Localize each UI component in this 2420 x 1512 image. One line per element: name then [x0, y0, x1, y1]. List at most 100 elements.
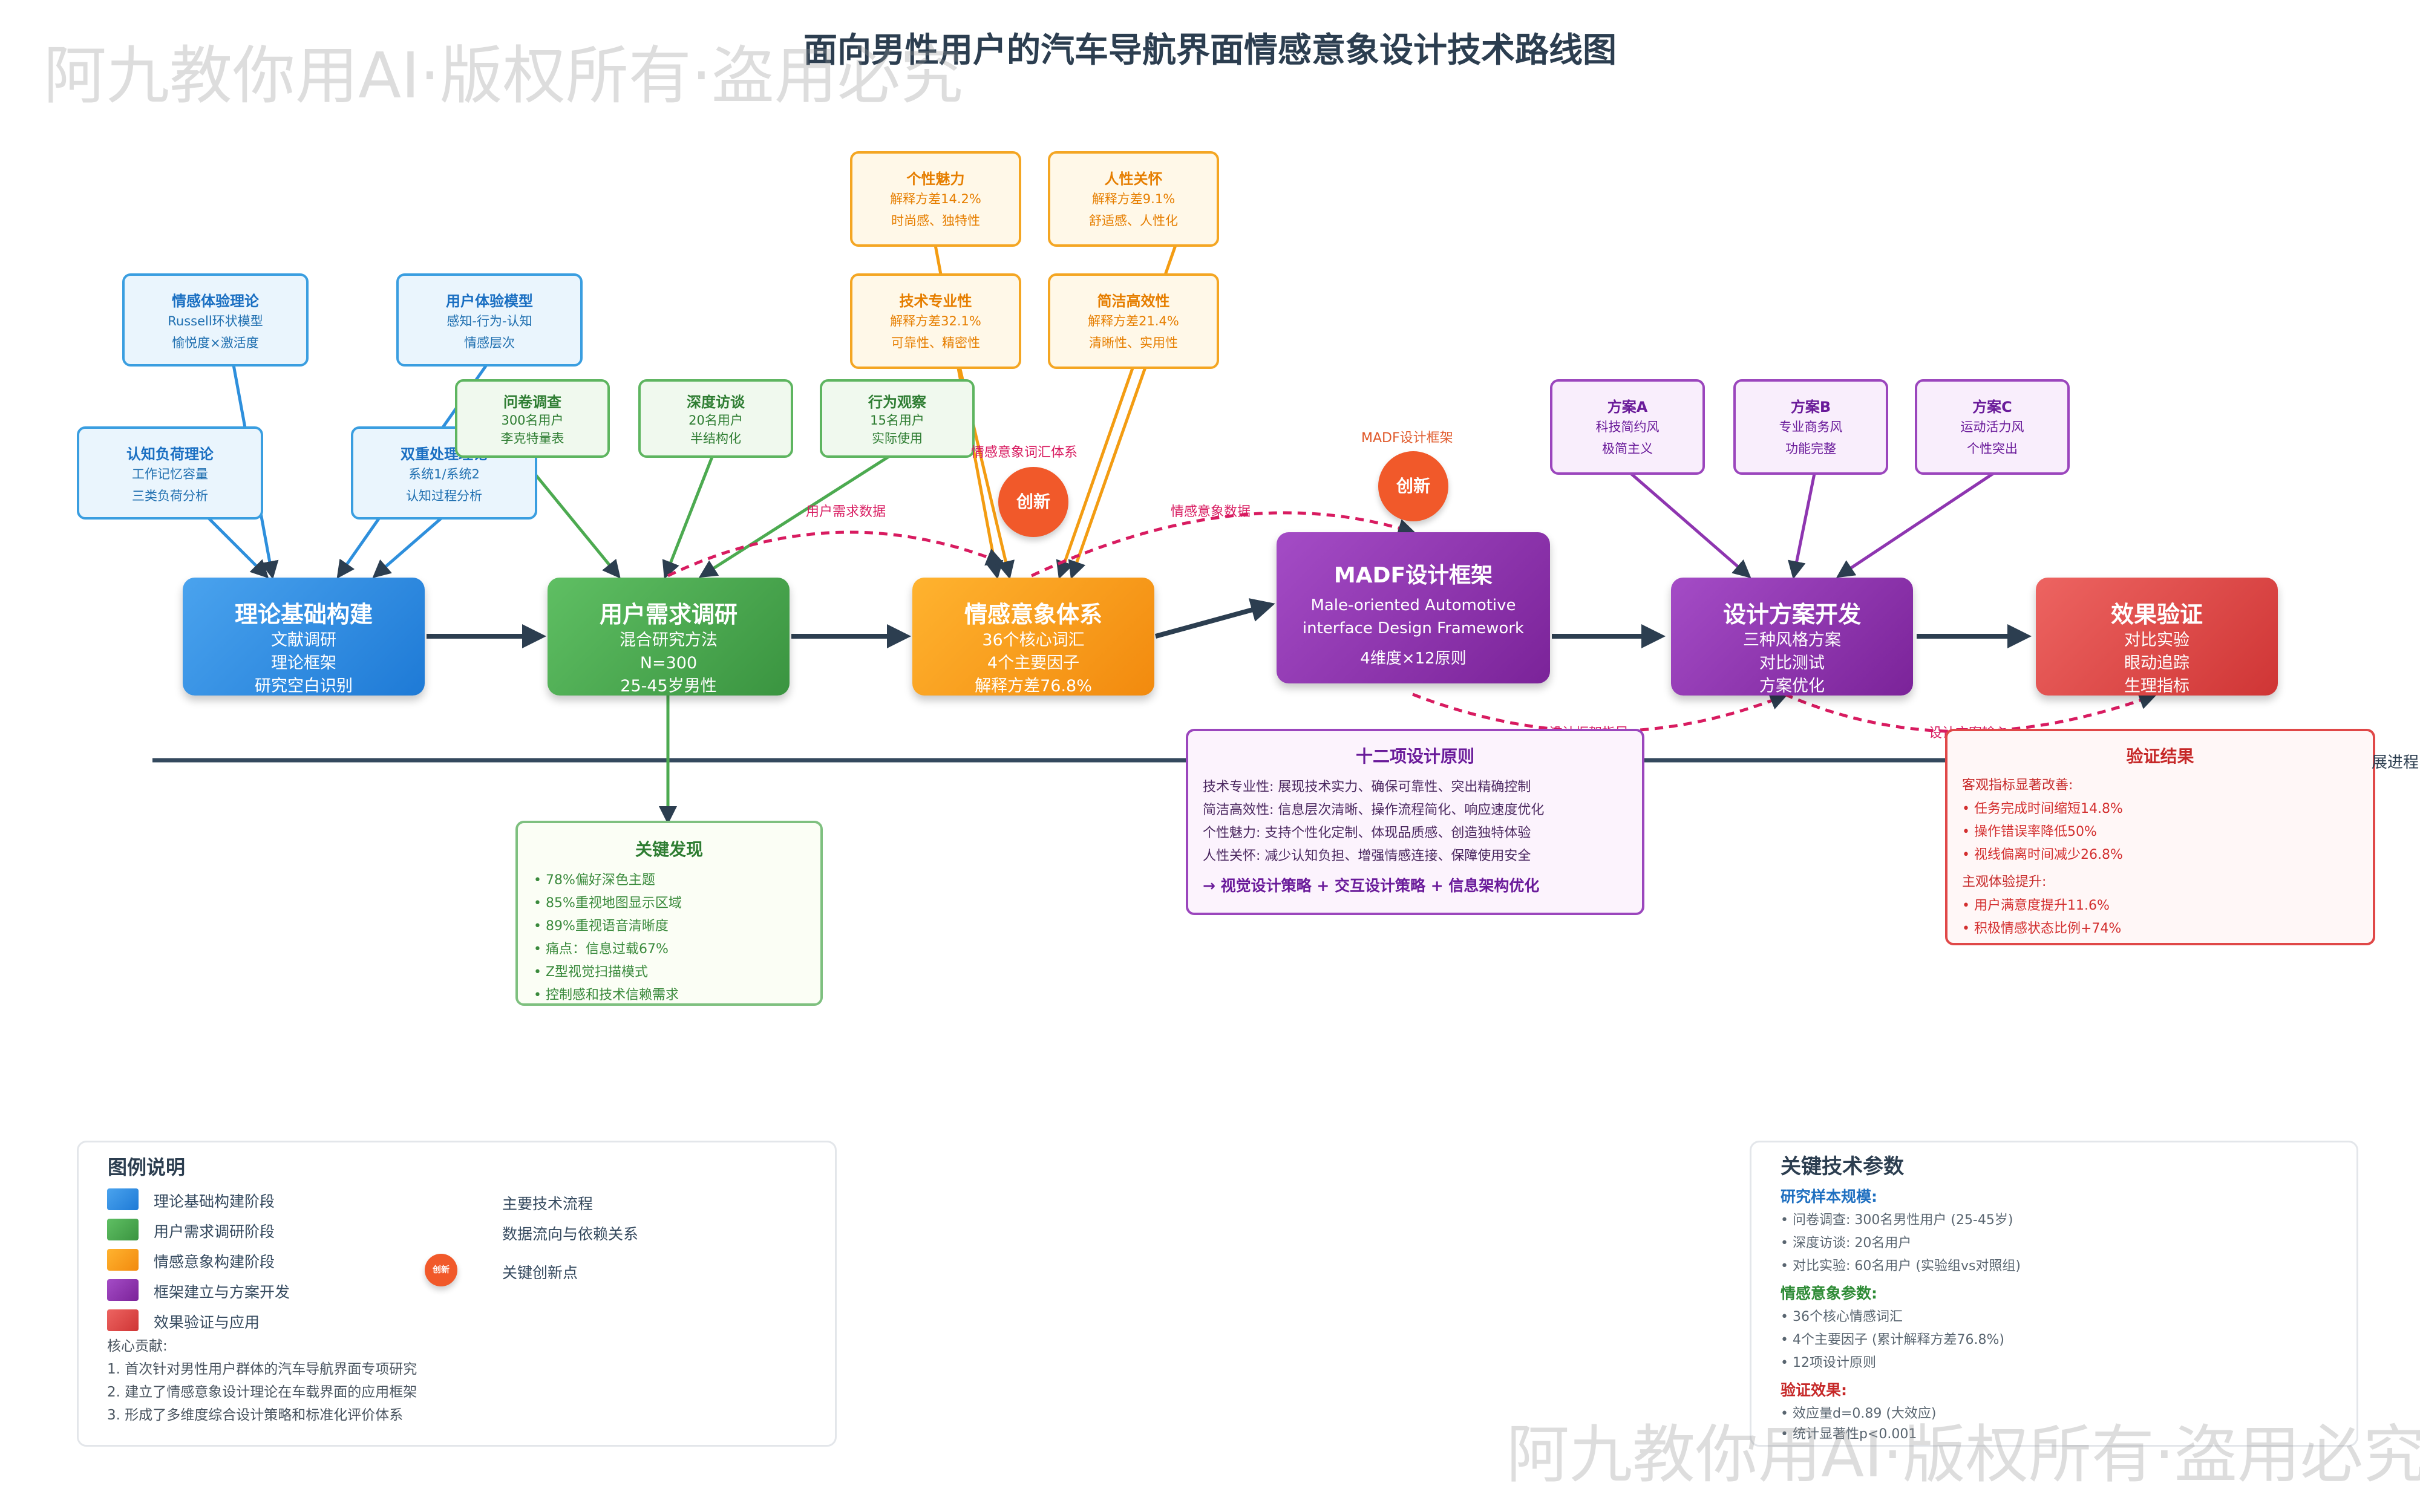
scheme-box-a: 方案A 科技简约风 极简主义: [1550, 379, 1705, 475]
research-box-line: 半结构化: [690, 431, 741, 446]
scheme-box-line: 个性突出: [1967, 442, 2018, 456]
params-item: • 36个核心情感词汇: [1781, 1309, 1903, 1325]
watermark-top: 阿九教你用AI·版权所有·盗用必究: [44, 39, 963, 112]
scheme-connectors: [1626, 469, 1999, 579]
factor-box-line: 解释方差32.1%: [890, 314, 981, 328]
stage-line: 4个主要因子: [987, 654, 1080, 673]
legend-swatch-purple: [107, 1279, 139, 1301]
research-line-3: [698, 451, 897, 578]
legend-stage-item: 效果验证与应用: [154, 1314, 260, 1331]
legend-title: 图例说明: [108, 1156, 186, 1179]
scheme-box-title: 方案B: [1790, 399, 1831, 415]
principle-item: 人性关怀: 减少认知负担、增强情感连接、保障使用安全: [1203, 849, 1531, 864]
factor-box-personality: 个性魅力 解释方差14.2% 时尚感、独特性: [850, 151, 1021, 247]
factor-box-simplicity: 简洁高效性 解释方差21.4% 清晰性、实用性: [1048, 273, 1219, 369]
legend-swatch-orange: [107, 1249, 139, 1271]
scheme-box-line: 专业商务风: [1779, 420, 1843, 434]
watermark-bottom: 阿九教你用AI·版权所有·盗用必究: [1506, 1418, 2420, 1491]
validation-results-panel: 验证结果 客观指标显著改善: • 任务完成时间缩短14.8% • 操作错误率降低…: [1945, 729, 2375, 945]
stage-title: 情感意象体系: [964, 601, 1102, 628]
stage-line: N=300: [639, 654, 698, 673]
legend-core-item: 1. 首次针对男性用户群体的汽车导航界面专项研究: [107, 1361, 417, 1377]
stage-line: 理论框架: [271, 654, 336, 673]
findings-item: • 控制感和技术信赖需求: [534, 988, 679, 1003]
stage-title: 效果验证: [2110, 601, 2203, 628]
research-box-line: 300名用户: [501, 413, 564, 428]
timeline-label: 展进程: [2372, 754, 2419, 772]
factor-box-line: 清晰性、实用性: [1089, 336, 1178, 350]
legend-swatch-red: [107, 1309, 139, 1331]
theory-box-title: 用户体验模型: [446, 293, 533, 310]
theory-box-line: Russell环状模型: [168, 314, 263, 328]
key-parameters-panel: 关键技术参数 研究样本规模: • 问卷调查: 300名男性用户 (25-45岁)…: [1750, 1141, 2358, 1447]
stage-line: 36个核心词汇: [982, 631, 1085, 650]
scheme-box-title: 方案A: [1607, 399, 1648, 415]
legend-panel: 图例说明 理论基础构建阶段 用户需求调研阶段 情感意象构建阶段 框架建立与方案开…: [77, 1141, 837, 1447]
results-item: • 视线偏离时间减少26.8%: [1962, 847, 2123, 862]
findings-item: • 78%偏好深色主题: [534, 873, 655, 888]
theory-box-ux: 用户体验模型 感知-行为-认知 情感层次: [396, 273, 583, 367]
theory-box-line: 愉悦度×激活度: [172, 336, 259, 350]
scheme-box-line: 极简主义: [1602, 442, 1653, 456]
params-item: • 深度访谈: 20名用户: [1781, 1236, 1912, 1251]
legend-core-item: 2. 建立了情感意象设计理论在车载界面的应用框架: [107, 1384, 417, 1400]
scheme-box-line: 运动活力风: [1960, 420, 2024, 434]
stage-line: 三种风格方案: [1743, 631, 1841, 650]
scheme-line-2: [1788, 470, 1817, 579]
stage-line: 生理指标: [2124, 677, 2189, 696]
theory-box-emotion: 情感体验理论 Russell环状模型 愉悦度×激活度: [122, 273, 309, 367]
diagram-title: 面向男性用户的汽车导航界面情感意象设计技术路线图: [803, 31, 1617, 70]
research-line-2: [662, 452, 716, 579]
stage-line: 25-45岁男性: [620, 677, 717, 696]
principles-footer: → 视觉设计策略 + 交互设计策略 + 信息架构优化: [1203, 877, 1540, 894]
params-item: • 12项设计原则: [1781, 1355, 1876, 1370]
theory-line-3: [204, 514, 269, 579]
findings-item: • 痛点：信息过载67%: [534, 942, 669, 957]
params-item: • 4个主要因子 (累计解释方差76.8%): [1781, 1332, 2005, 1347]
results-item: • 任务完成时间缩短14.8%: [1962, 801, 2123, 816]
stage-line: 眼动追踪: [2124, 654, 2189, 673]
stage-line: interface Design Framework: [1302, 619, 1525, 637]
params-section-title: 验证效果:: [1781, 1381, 1847, 1399]
findings-item-text: Z型视觉扫描模式: [545, 965, 649, 980]
findings-item: • 85%重视地图显示区域: [534, 896, 682, 911]
factor-line-4: [1068, 363, 1148, 579]
legend-innovation-icon: 创新: [425, 1254, 457, 1286]
innovation-marker: 创新: [998, 467, 1068, 537]
scheme-box-line: 科技简约风: [1595, 420, 1660, 434]
findings-title: 关键发现: [635, 839, 703, 859]
research-box-line: 李克特量表: [500, 431, 564, 446]
stage-line: 对比测试: [1759, 654, 1825, 673]
theory-box-line: 工作记忆容量: [132, 467, 208, 481]
research-box-title: 行为观察: [868, 394, 926, 411]
params-item: • 对比实验: 60名用户 (实验组vs对照组): [1781, 1259, 2021, 1274]
factor-box-care: 人性关怀 解释方差9.1% 舒适感、人性化: [1048, 151, 1219, 247]
results-item-text: 用户满意度提升11.6%: [1974, 898, 2110, 913]
research-box-interview: 深度访谈 20名用户 半结构化: [638, 379, 793, 458]
findings-item-text: 89%重视语音清晰度: [545, 919, 669, 934]
params-item: • 统计显著性p<0.001: [1781, 1427, 1917, 1442]
scheme-box-b: 方案B 专业商务风 功能完整: [1733, 379, 1888, 475]
main-flow-arrows: [427, 598, 2032, 648]
principle-item: 个性魅力: 支持个性化定制、体现品质感、创造独特体验: [1203, 826, 1531, 841]
research-box-title: 深度访谈: [687, 394, 745, 411]
results-item-text: 视线偏离时间减少26.8%: [1974, 847, 2123, 862]
stage-madf-framework: MADF设计框架 Male-oriented Automotive interf…: [1277, 532, 1550, 683]
flow-label-madf: MADF设计框架: [1361, 431, 1453, 446]
findings-item-text: 痛点：信息过载67%: [545, 942, 669, 957]
findings-item: • Z型视觉扫描模式: [534, 965, 649, 980]
factor-box-line: 解释方差14.2%: [890, 192, 981, 206]
results-item: • 操作错误率降低50%: [1962, 824, 2097, 839]
research-box-line: 15名用户: [870, 413, 924, 428]
principle-item: 简洁高效性: 信息层次清晰、操作流程简化、响应速度优化: [1203, 803, 1545, 818]
theory-box-line: 三类负荷分析: [132, 489, 208, 503]
factor-box-title: 个性魅力: [906, 171, 965, 187]
key-findings-panel: 关键发现 • 78%偏好深色主题 • 85%重视地图显示区域 • 89%重视语音…: [515, 821, 823, 1006]
params-section-title: 情感意象参数:: [1781, 1285, 1877, 1302]
results-title: 验证结果: [2126, 746, 2194, 766]
stage-line: 文献调研: [271, 631, 336, 650]
scheme-line-1: [1626, 469, 1751, 578]
legend-swatch-green: [107, 1219, 139, 1240]
params-title: 关键技术参数: [1781, 1155, 1904, 1179]
flow-emotion-data: [1030, 511, 1416, 578]
